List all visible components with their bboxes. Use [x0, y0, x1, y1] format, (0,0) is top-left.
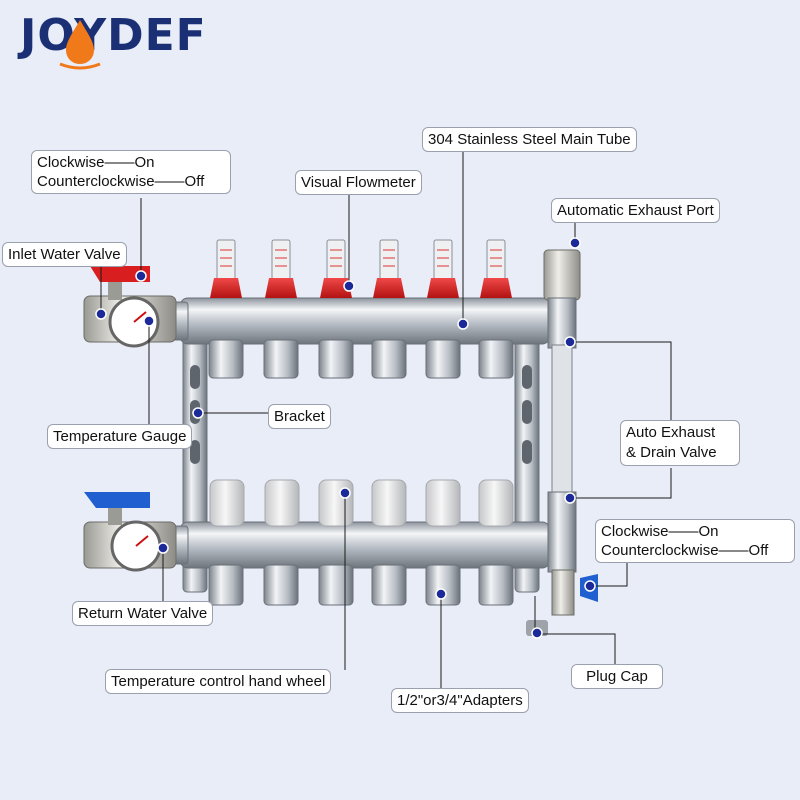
inlet-water-valve-label: Inlet Water Valve	[2, 242, 127, 267]
inlet-switch-off-text: Counterclockwise——Off	[37, 173, 205, 190]
hand-wheel-label: Temperature control hand wheel	[105, 669, 332, 694]
brand-logo: JOYDEF	[20, 10, 207, 61]
drain-switch-on-text: Clockwise——On	[601, 523, 719, 540]
inlet-water-valve	[83, 266, 177, 348]
automatic-exhaust-port-label: Automatic Exhaust Port	[551, 198, 720, 223]
flowmeters	[210, 239, 512, 298]
hand-wheels	[209, 479, 514, 527]
auto-exhaust-line1: Auto Exhaust	[626, 424, 716, 441]
adapters-label: 1/2"or3/4"Adapters	[391, 688, 529, 713]
return-water-valve	[83, 492, 177, 572]
auto-exhaust-drain-label: Auto Exhaust & Drain Valve	[620, 420, 740, 466]
bracket-label: Bracket	[268, 404, 331, 429]
drain-switch-label: Clockwise——On Counterclockwise——Off	[595, 519, 795, 563]
main-tube-label: 304 Stainless Steel Main Tube	[422, 127, 637, 152]
drain-switch-off-text: Counterclockwise——Off	[601, 542, 769, 559]
top-main-tube	[171, 297, 551, 379]
plug-cap-label: Plug Cap	[571, 664, 663, 689]
inlet-switch-label: Clockwise——On Counterclockwise——Off	[31, 150, 231, 194]
inlet-switch-on-text: Clockwise——On	[37, 154, 155, 171]
water-drop-icon	[59, 20, 101, 70]
return-water-valve-label: Return Water Valve	[72, 601, 214, 626]
auto-exhaust-line2: & Drain Valve	[626, 444, 717, 461]
leader-lines	[100, 148, 672, 690]
bottom-main-tube	[171, 521, 551, 606]
visual-flowmeter-label: Visual Flowmeter	[295, 170, 422, 195]
pointer-dots	[95, 237, 596, 639]
temperature-gauge-label: Temperature Gauge	[47, 424, 193, 449]
